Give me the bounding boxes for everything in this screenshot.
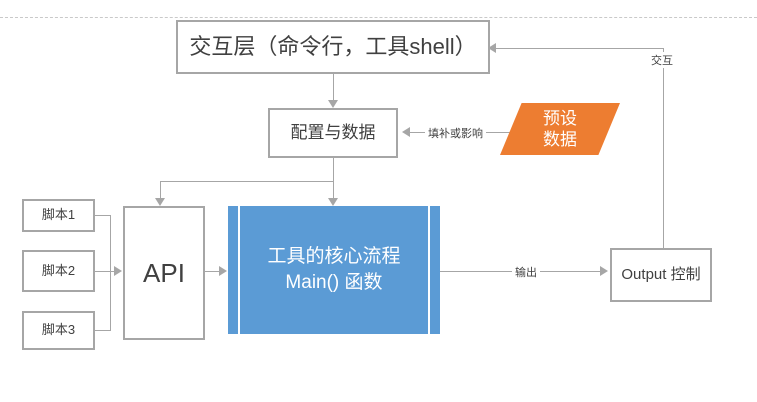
arrowhead-config-to-process [328,198,338,206]
arrowhead-scripts-to-api [114,266,122,276]
connector-config-to-process [333,181,334,198]
node-script-3-label: 脚本3 [41,322,76,338]
node-script-2-label: 脚本2 [41,262,76,278]
node-output-control[interactable]: Output 控制 [610,248,712,302]
connector-api-to-process [205,271,221,272]
node-config-data-label: 配置与数据 [290,123,376,143]
arrowhead-config-to-api [155,198,165,206]
connector-interaction-to-config [333,74,334,100]
edge-label-interaction: 交互 [648,52,676,68]
node-main-process[interactable]: 工具的核心流程 Main() 函数 [228,206,440,334]
arrowhead-preset-to-config [402,127,410,137]
arrowhead-interaction-to-config [328,100,338,108]
edge-label-fill-or-affect: 填补或影响 [425,125,486,141]
process-left-rail [238,206,240,334]
connector-scripts-to-api [110,271,117,272]
connector-config-stem [333,158,334,181]
node-main-process-line2: Main() 函数 [285,272,383,293]
node-main-process-line1: 工具的核心流程 [267,246,401,268]
connector-script2-out [95,271,111,272]
connector-script3-out [95,330,111,331]
node-preset-data[interactable]: 预设 数据 [500,103,620,155]
canvas-guideline [0,17,757,18]
node-api-label: API [143,257,185,288]
node-script-3[interactable]: 脚本3 [22,311,95,350]
connector-output-feedback-vertical [663,48,664,248]
connector-script1-out [95,215,111,216]
node-script-1-label: 脚本1 [41,207,76,223]
node-script-1[interactable]: 脚本1 [22,199,95,232]
node-config-data[interactable]: 配置与数据 [268,108,398,158]
node-script-2[interactable]: 脚本2 [22,250,95,292]
node-interaction-layer-label: 交互层（命令行，工具shell） [189,34,477,60]
node-preset-data-line2: 数据 [543,130,577,149]
node-preset-data-line1: 预设 [543,108,577,128]
connector-config-to-api [160,181,161,198]
node-preset-data-label: 预设 数据 [543,108,577,151]
node-api[interactable]: API [123,206,205,340]
connector-scripts-bus [110,215,111,331]
connector-output-feedback-horizontal [496,48,663,49]
process-right-rail [428,206,430,334]
node-main-process-label: 工具的核心流程 Main() 函数 [267,244,400,295]
arrowhead-process-to-output [600,266,608,276]
arrowhead-feedback-to-interaction [488,43,496,53]
node-interaction-layer[interactable]: 交互层（命令行，工具shell） [176,20,490,74]
edge-label-output: 输出 [512,264,540,280]
arrowhead-api-to-process [219,266,227,276]
node-output-control-label: Output 控制 [621,265,701,283]
connector-config-branch [160,181,334,182]
